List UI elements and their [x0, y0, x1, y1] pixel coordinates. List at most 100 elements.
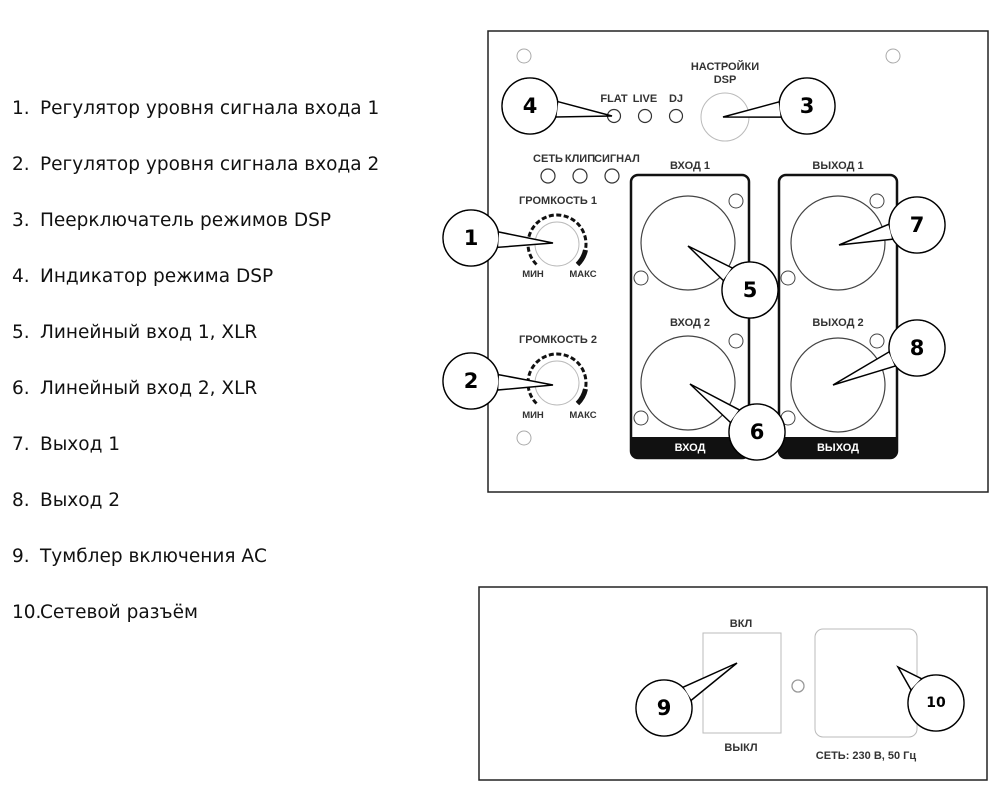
- callout-9: 9: [635, 662, 738, 737]
- callout-number: 6: [750, 420, 765, 444]
- mount-hole: [869, 193, 885, 209]
- indicator-label-power: СЕТЬ: [533, 153, 563, 165]
- volume2-label: ГРОМКОСТЬ 2: [519, 334, 597, 346]
- screw-hole: [885, 48, 901, 64]
- legend-number: 9.: [12, 546, 30, 567]
- xlr-input2[interactable]: [640, 335, 736, 431]
- callout-fill: [443, 210, 499, 266]
- input1-label: ВХОД 1: [670, 160, 710, 172]
- power-socket[interactable]: [814, 628, 918, 738]
- legend-number: 7.: [12, 434, 30, 455]
- rear-panel: ВКЛ ВЫКЛ СЕТЬ: 230 В, 50 Гц: [478, 586, 988, 781]
- legend-number: 10.: [12, 602, 42, 623]
- mount-hole: [780, 270, 796, 286]
- input-bar-label: ВХОД: [675, 442, 706, 454]
- callout-number: 3: [800, 94, 815, 118]
- power-switch[interactable]: [702, 632, 782, 734]
- volume1-knob[interactable]: [526, 213, 588, 267]
- legend-item: 1. Регулятор уровня сигнала входа 1: [12, 98, 379, 119]
- callout-fill: [502, 78, 558, 134]
- legend-text: Линейный вход 1, XLR: [40, 322, 258, 343]
- mount-hole: [728, 193, 744, 209]
- legend-text: Регулятор уровня сигнала входа 1: [40, 98, 380, 119]
- volume1-min-label: МИН: [522, 269, 544, 280]
- legend-item: 3.Пеерключатель режимов DSP: [12, 210, 331, 231]
- legend-item: 8.Выход 2: [12, 490, 120, 511]
- legend-number: 1.: [12, 98, 30, 119]
- switch-on-label: ВКЛ: [730, 618, 752, 630]
- callout-10: 10: [896, 665, 965, 732]
- callout-4: 4: [501, 77, 613, 135]
- mount-hole: [728, 333, 744, 349]
- volume2-max-label: МАКС: [569, 410, 596, 421]
- callout-1: 1: [442, 209, 554, 267]
- led-signal: [604, 168, 620, 184]
- callout-fill: [889, 197, 945, 253]
- xlr-output1[interactable]: [790, 195, 886, 291]
- callout-3: 3: [722, 77, 836, 135]
- callout-fill: [722, 262, 778, 318]
- callout-8: 8: [832, 319, 946, 386]
- mount-hole: [633, 410, 649, 426]
- legend-text: Сетевой разъём: [40, 602, 198, 623]
- legend-text: Регулятор уровня сигнала входа 2: [40, 154, 380, 175]
- screw-hole: [516, 48, 532, 64]
- dsp-label: НАСТРОЙКИ: [691, 60, 759, 73]
- legend-number: 4.: [12, 266, 30, 287]
- switch-off-label: ВЫКЛ: [724, 742, 757, 754]
- legend-item: 10.Сетевой разъём: [12, 602, 198, 623]
- callout-fill: [729, 404, 785, 460]
- output-block: ВЫХОД ВЫХОД 2: [777, 173, 899, 460]
- callout-number: 9: [657, 696, 672, 720]
- indicator-hole: [791, 679, 805, 693]
- output1-label: ВЫХОД 1: [812, 160, 863, 172]
- callout-number: 4: [523, 94, 538, 118]
- callouts: 1 2 3 4 5 6 7 8 9 10: [442, 77, 965, 737]
- mount-hole: [869, 333, 885, 349]
- callout-number: 5: [743, 278, 758, 302]
- legend-number: 8.: [12, 490, 30, 511]
- led-power: [540, 168, 556, 184]
- input2-label: ВХОД 2: [670, 317, 710, 329]
- dsp-label: DSP: [714, 74, 737, 86]
- legend-item: 9.Тумблер включения АС: [12, 546, 267, 567]
- output-bar-label: ВЫХОД: [817, 442, 859, 454]
- screw-hole: [516, 430, 532, 446]
- led-clip: [572, 168, 588, 184]
- legend-item: 6.Линейный вход 2, XLR: [12, 378, 257, 399]
- callout-5: 5: [687, 245, 779, 319]
- volume2-min-label: МИН: [522, 410, 544, 421]
- callout-number: 1: [464, 226, 479, 250]
- output2-label: ВЫХОД 2: [812, 317, 863, 329]
- callout-fill: [779, 78, 835, 134]
- volume1-label: ГРОМКОСТЬ 1: [519, 195, 597, 207]
- callout-number: 7: [910, 213, 925, 237]
- led-dj: [668, 108, 684, 124]
- legend-number: 3.: [12, 210, 30, 231]
- callout-fill: [908, 675, 964, 731]
- callout-2: 2: [442, 352, 554, 410]
- callout-number: 2: [464, 369, 479, 393]
- legend-item: 4. Индикатор режима DSP: [12, 266, 273, 287]
- callout-fill: [889, 320, 945, 376]
- indicator-label-signal: СИГНАЛ: [594, 153, 640, 165]
- legend-item: 7. Выход 1: [12, 434, 120, 455]
- legend-number: 6.: [12, 378, 30, 399]
- legend-number: 2.: [12, 154, 30, 175]
- xlr-output2[interactable]: [790, 337, 886, 433]
- callout-fill: [636, 680, 692, 736]
- mode-label-dj: DJ: [669, 93, 683, 105]
- power-spec-label: СЕТЬ: 230 В, 50 Гц: [816, 750, 917, 762]
- indicator-label-clip: КЛИП: [565, 153, 595, 165]
- mode-label-live: LIVE: [633, 93, 657, 105]
- callout-6: 6: [689, 383, 786, 461]
- legend-item: 5. Линейный вход 1, XLR: [12, 322, 257, 343]
- callout-7: 7: [838, 196, 946, 254]
- legend-text: Выход 1: [40, 434, 121, 455]
- callout-fill: [443, 353, 499, 409]
- legend-number: 5.: [12, 322, 30, 343]
- legend-text: Индикатор режима DSP: [40, 266, 274, 287]
- led-live: [637, 108, 653, 124]
- callout-number: 8: [910, 336, 925, 360]
